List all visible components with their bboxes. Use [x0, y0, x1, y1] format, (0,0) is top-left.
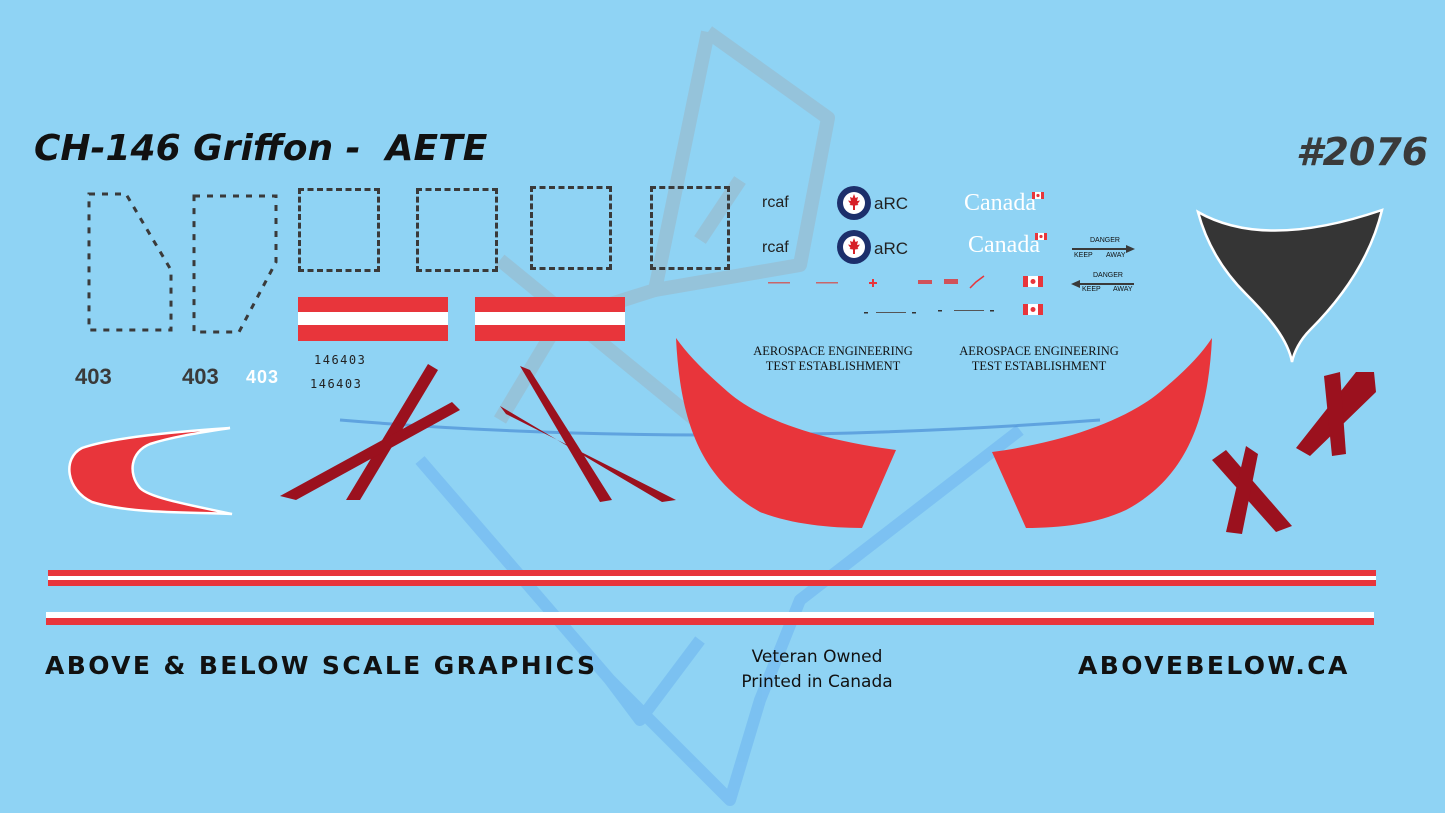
arrow-right-icon [1072, 245, 1135, 253]
danger-label-2: DANGER [1093, 272, 1123, 279]
anti-glare-panel-decal [1196, 208, 1384, 363]
x-stripe-decal-2 [500, 366, 676, 502]
x-stripe-decal-1 [280, 364, 460, 500]
aete-line-2: TEST ESTABLISHMENT [971, 359, 1107, 373]
rcaf-label-1: rcaf [762, 194, 789, 211]
long-stripe-decal-1 [48, 570, 1376, 586]
rcaf-label-2: rcaf [762, 239, 789, 256]
roundel-icon [837, 230, 871, 264]
canada-wordmark-1: Canada [964, 190, 1036, 216]
serial-number-b: 146403 [310, 377, 363, 391]
canada-wordmark-2: Canada [968, 232, 1040, 258]
website-link[interactable]: ABOVEBELOW.CA [1078, 651, 1350, 680]
away-label-1: AWAY [1106, 252, 1126, 259]
code-number-b: 403 [182, 364, 219, 389]
stripe-flag-1 [298, 297, 448, 341]
x-stripe-decal-3 [1296, 372, 1376, 456]
window-outline-square-2 [416, 188, 498, 272]
away-label-2: AWAY [1113, 286, 1133, 293]
aete-line-1: AEROSPACE ENGINEERING [959, 344, 1119, 358]
stencil-marks [768, 275, 994, 314]
x-stripe-decal-4 [1212, 446, 1292, 534]
arc-label-2: aRC [874, 239, 909, 258]
aete-text-2: AEROSPACE ENGINEERING TEST ESTABLISHMENT [939, 344, 1139, 374]
code-number-a: 403 [75, 364, 112, 389]
aete-line-2: TEST ESTABLISHMENT [765, 359, 901, 373]
arc-label-1: aRC [874, 194, 909, 213]
danger-label-1: DANGER [1090, 237, 1120, 244]
window-outline-right [192, 194, 278, 334]
nose-swoosh-decal [68, 426, 233, 516]
company-name: ABOVE & BELOW SCALE GRAPHICS [45, 651, 598, 680]
sheet-number: #2076 [1296, 130, 1429, 174]
tagline-block: Veteran Owned Printed in Canada [717, 645, 917, 695]
canada-flag-icon [1032, 192, 1044, 199]
tagline-veteran: Veteran Owned [751, 647, 883, 667]
window-outline-left [87, 192, 173, 332]
canada-flag-icon [1023, 304, 1043, 315]
side-panel-right-decal [992, 338, 1212, 528]
window-outline-square-1 [298, 188, 380, 272]
window-outline-square-3 [530, 186, 612, 270]
serial-number-a: 146403 [314, 353, 367, 367]
keep-label-1: KEEP [1074, 252, 1093, 259]
window-outline-square-4 [650, 186, 730, 270]
aete-line-1: AEROSPACE ENGINEERING [753, 344, 913, 358]
canada-flag-icon [1035, 233, 1047, 240]
arrow-left-icon [1071, 280, 1134, 288]
tagline-printed: Printed in Canada [741, 672, 893, 692]
long-stripe-decal-2 [46, 612, 1374, 625]
canada-flag-icon [1023, 276, 1043, 287]
aete-text-1: AEROSPACE ENGINEERING TEST ESTABLISHMENT [733, 344, 933, 374]
side-panel-left-decal [676, 338, 896, 528]
roundel-icon [837, 186, 871, 220]
stripe-flag-2 [475, 297, 625, 341]
code-number-white: 403 [246, 367, 280, 387]
decal-title: CH-146 Griffon - AETE [34, 128, 488, 169]
keep-label-2: KEEP [1082, 286, 1101, 293]
